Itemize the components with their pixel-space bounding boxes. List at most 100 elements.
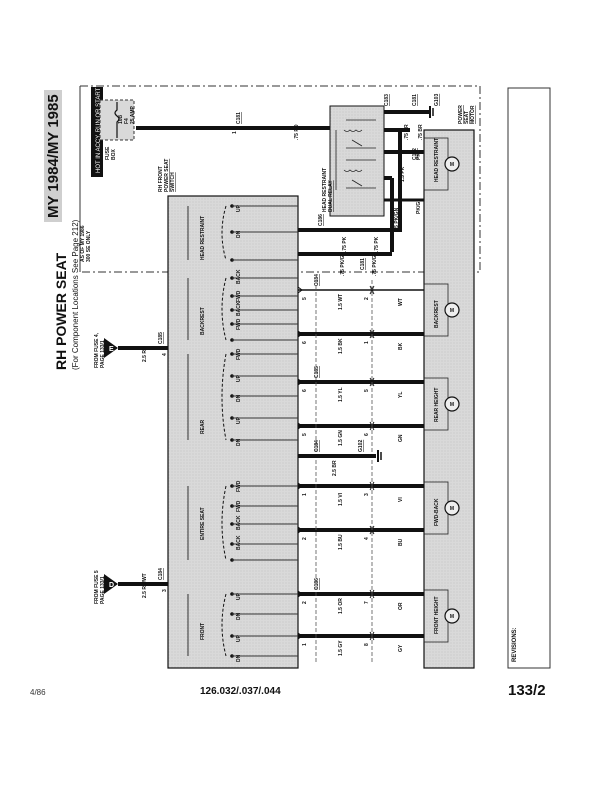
motor-m-glyph: M: [450, 162, 454, 168]
seat-wire-pin: 1: [302, 493, 308, 496]
relay-label1: HEAD RESTRAINT: [322, 168, 328, 212]
motor-block-label1: POWER: [458, 105, 464, 124]
seat-wire-label: 1.5 BK: [338, 338, 344, 354]
seat-wire-label: 1.5 YL: [338, 387, 344, 402]
conn-c185-group: C185: [314, 366, 320, 378]
seat-wire-mid-pin: 2: [364, 297, 370, 300]
seat-wire-mid-pin: 3: [364, 493, 370, 496]
switch-pos-label: BACK: [236, 269, 242, 284]
fuse-line1: 10B: [118, 114, 124, 124]
seat-wire-mid-pin: 6: [364, 433, 370, 436]
conn-c186-top: C186: [318, 214, 324, 226]
motor-block-label3: MOTOR: [470, 105, 476, 124]
seat-wire-far-label-group: BK: [398, 342, 404, 350]
seat-wire-pin: 6: [302, 341, 308, 344]
inline-connector: [369, 589, 375, 599]
connector-arrow: [297, 590, 303, 598]
seat-wire-label-group: 1.5 VI: [338, 492, 344, 506]
seat-wire-pin: 1: [302, 643, 308, 646]
top-wire-connector: C181: [236, 112, 242, 124]
seat-wire-mid-pin-group: 2: [364, 297, 370, 300]
title-group: RH POWER SEAT (For Component Locations S…: [53, 219, 80, 370]
switch-label3: SWITCH: [170, 172, 176, 192]
switch-pos-label: UP: [236, 416, 242, 424]
seat-wire-pin-group: 1: [302, 493, 308, 496]
switch-pos-label-group: DN: [236, 438, 242, 446]
motor-m-glyph: M: [450, 506, 454, 512]
motor-label-0: HEAD RESTRAINT: [434, 138, 440, 182]
note-as-of-1: AS OF MY 1986: [80, 225, 86, 262]
fuse-box-label1: FUSE: [105, 146, 111, 160]
switch-pos-label: FWD: [236, 500, 242, 512]
seat-wire-far-label-group: WT: [398, 298, 404, 306]
seat-wire-mid-pin: 7: [364, 601, 370, 604]
feed-pin: 4: [162, 353, 168, 356]
relay-wire-75br-a: .75 BR: [404, 124, 410, 140]
motor-label-1-group: BACKREST: [434, 300, 440, 328]
seat-wire-far-label: BK: [398, 342, 404, 350]
switch-pos-label: BACK: [236, 301, 242, 316]
fuse-line3: 25 AMP: [130, 105, 136, 124]
seat-wire-label-group: 1.5 GY: [338, 640, 344, 656]
feed-triangle-icon: [104, 338, 118, 358]
top-wire-pin: 1: [232, 131, 238, 134]
motor-icon: [444, 500, 460, 516]
page-title: RH POWER SEAT: [53, 252, 69, 370]
switch-pos-label: FWD: [236, 318, 242, 330]
switch-label2: POWER SEAT: [164, 159, 170, 192]
switch-arc: [221, 277, 227, 341]
motor-m-glyph: M: [450, 308, 454, 314]
connector-arrow: [297, 422, 303, 430]
switch-pos-label-group: FWD: [236, 480, 242, 492]
seat-wire-far-label-group: YL: [398, 392, 404, 398]
sw-relay-wire1: .75 PK: [342, 236, 348, 252]
relay-far-pk: PK: [416, 153, 422, 160]
motor-icon: [444, 608, 460, 624]
switch-group-3-group: ENTIRE SEAT: [200, 507, 206, 540]
seat-wire-label: 1.5 GY: [338, 640, 344, 656]
seat-wire-label: 1.5 OR: [338, 598, 344, 614]
ground-g102-conn: C184: [314, 440, 320, 452]
inline-connector: [369, 285, 375, 295]
hot-banner: HOT IN ACCY, RUN OR START: [96, 87, 102, 173]
switch-arc: [221, 593, 227, 657]
switch-group-1-group: BACKREST: [200, 307, 206, 335]
feed-text1-group: FROM FUSE 5: [94, 570, 100, 604]
seat-wire-mid-pin: 5: [364, 389, 370, 392]
fuse-box-label2: BOX: [111, 149, 117, 161]
seat-wire-pin-group: 5: [302, 297, 308, 300]
feed-connector-group: C184: [158, 568, 164, 580]
feed-pin-group: 4: [162, 353, 168, 356]
seat-wire-mid-pin-group: 7: [364, 601, 370, 604]
relay-wire-75pkgn: .75 PK/GN: [394, 207, 400, 232]
note-as-of-2: 300 SE ONLY: [86, 230, 92, 262]
seat-wire-pin-group: 1: [302, 643, 308, 646]
motor-m-glyph: M: [450, 614, 454, 620]
seat-wire-mid-pin-group: 1: [364, 341, 370, 344]
model-years-group: MY 1984/MY 1985: [44, 90, 62, 222]
footer-page-number: 133/2: [508, 682, 546, 699]
ground-g103-label: G103: [434, 94, 440, 106]
switch-group-1: BACKREST: [200, 307, 206, 335]
ground-g102-wire: 2.5 BR: [332, 460, 338, 476]
conn-c186: C186: [314, 578, 320, 590]
seat-wire-far-label: WT: [398, 298, 404, 306]
inline-connector: [369, 525, 375, 535]
switch-pos-label: UP: [236, 204, 242, 212]
switch-pos-label-group: DN: [236, 612, 242, 620]
feed-wire-label-group: 2.5 RD: [142, 346, 148, 362]
switch-pos-label-group: BACK: [236, 301, 242, 316]
switch-internals: HEAD RESTRAINTUPDNBACKRESTBACKFWDBACKFWD…: [187, 204, 298, 662]
feed-text2: PAGE 133/1: [100, 576, 106, 604]
revisions-box: [507, 87, 551, 669]
connector-arrow: [297, 632, 303, 640]
seat-wire-pin-group: 2: [302, 601, 308, 604]
seat-wire-label-group: 1.5 BU: [338, 534, 344, 550]
seat-wire-pin: 5: [302, 297, 308, 300]
switch-pos-label: UP: [236, 634, 242, 642]
feed-text1-group: FROM FUSE 4,: [94, 332, 100, 368]
seat-wire-label: 1.5 VI: [338, 492, 344, 506]
seat-wire-far-label-group: OR: [398, 602, 404, 610]
switch-pos-label: DN: [236, 438, 242, 446]
